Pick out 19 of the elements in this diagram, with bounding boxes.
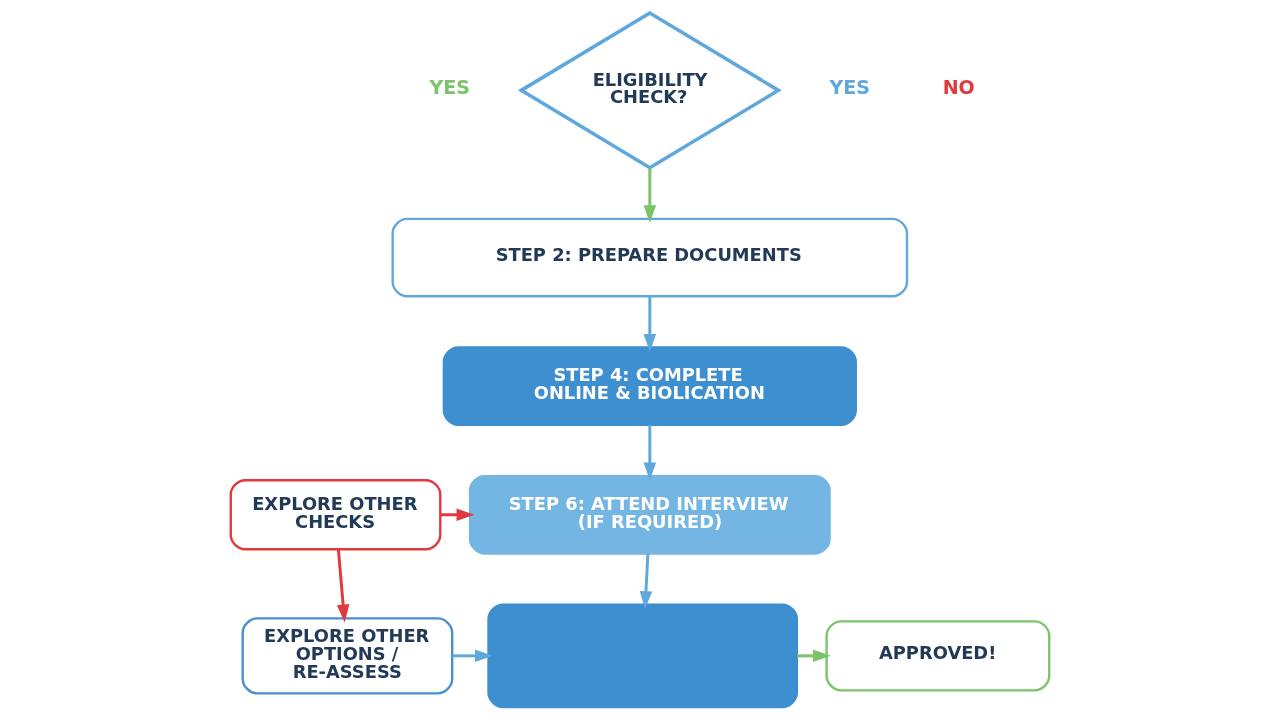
arrow [336, 549, 350, 623]
node-box: STEP 2: PREPARE DOCUMENTS [391, 217, 909, 298]
arrow [452, 649, 493, 663]
node-box [487, 603, 799, 709]
arrow [643, 424, 657, 481]
node-box: APPROVED! [825, 620, 1051, 692]
arrow [639, 553, 653, 610]
label: YES [829, 75, 871, 98]
arrow [643, 168, 657, 224]
node-box: EXPLORE OTHER OPTIONS / RE-ASSESS [241, 617, 454, 695]
label: NO [942, 75, 975, 98]
arrow [797, 649, 831, 663]
arrow [440, 508, 475, 522]
node-box: EXPLORE OTHER CHECKS [229, 479, 442, 551]
node-box: STEP 6: ATTEND INTERVIEW (IF REQUIRED) [468, 474, 831, 555]
node-box: STEP 4: COMPLETE ONLINE & BIOLICATION [442, 346, 857, 427]
label: YES [429, 75, 471, 98]
node-diamond: ELIGIBILITY CHECK? [517, 10, 782, 170]
arrow [643, 296, 657, 352]
